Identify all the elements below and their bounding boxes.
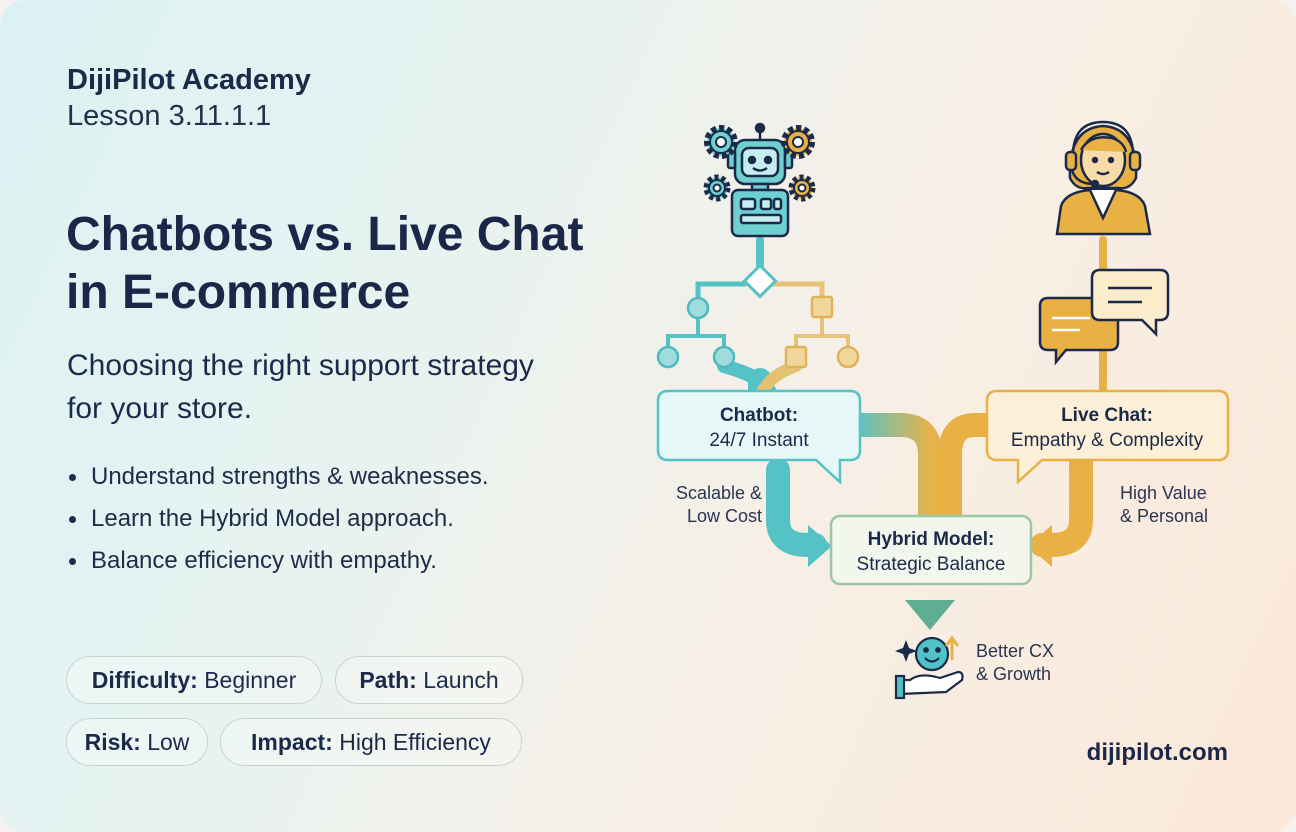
path-value: Launch xyxy=(423,667,499,693)
outcome-note: Better CX & Growth xyxy=(976,640,1096,686)
bullet-dot-icon xyxy=(69,558,76,565)
list-item: Understand strengths & weaknesses. xyxy=(67,456,489,498)
website-link[interactable]: dijipilot.com xyxy=(1086,739,1228,766)
risk-badge: Risk: Low xyxy=(66,718,208,766)
difficulty-value: Beginner xyxy=(204,667,297,693)
note-line: & Personal xyxy=(1120,506,1209,526)
page-title: Chatbots vs. Live Chat in E-commerce xyxy=(66,208,584,319)
gear-icon xyxy=(703,125,816,202)
live-chat-subtitle: Empathy & Complexity xyxy=(1010,430,1204,451)
lesson-number: Lesson 3.11.1.1 xyxy=(67,100,272,132)
brand-block: DijiPilot Academy Lesson 3.11.1.1 xyxy=(67,62,311,134)
live-chat-label: Live Chat: Empathy & Complexity xyxy=(990,403,1224,453)
page-subtitle: Choosing the right support strategy for … xyxy=(67,349,534,425)
live-chat-title: Live Chat: xyxy=(1061,405,1153,426)
note-line: Scalable & xyxy=(675,483,762,503)
bullet-text: Learn the Hybrid Model approach. xyxy=(91,505,454,532)
list-item: Balance efficiency with empathy. xyxy=(67,540,489,582)
live-chat-bubble xyxy=(985,389,1230,485)
bullet-dot-icon xyxy=(69,516,76,523)
impact-badge: Impact: High Efficiency xyxy=(220,718,522,766)
chatbot-title: Chatbot: xyxy=(719,405,799,426)
academy-name: DijiPilot Academy xyxy=(67,64,311,96)
chatbot-subtitle: 24/7 Instant xyxy=(709,430,809,451)
chatbot-bubble xyxy=(656,389,862,485)
bullet-text: Balance efficiency with empathy. xyxy=(91,547,437,574)
path-label: Path: xyxy=(359,667,417,693)
list-item: Learn the Hybrid Model approach. xyxy=(67,498,489,540)
difficulty-badge: Difficulty: Beginner xyxy=(66,656,322,704)
bullet-text: Understand strengths & weaknesses. xyxy=(91,463,489,490)
note-line: & Growth xyxy=(976,664,1052,684)
note-line: Low Cost xyxy=(686,506,762,526)
hybrid-box xyxy=(829,514,1033,586)
live-chat-benefit-note: High Value & Personal xyxy=(1120,482,1240,528)
difficulty-label: Difficulty: xyxy=(91,667,198,693)
chatbot-label: Chatbot: 24/7 Instant xyxy=(666,403,852,453)
down-arrow-icon xyxy=(905,600,955,630)
bullet-list: Understand strengths & weaknesses. Learn… xyxy=(67,456,489,582)
note-line: High Value xyxy=(1120,483,1207,503)
hybrid-subtitle: Strategic Balance xyxy=(856,554,1006,575)
path-badge: Path: Launch xyxy=(335,656,523,704)
decision-tree-icon xyxy=(656,263,860,369)
risk-value: Low xyxy=(147,729,190,755)
left-arrow-icon xyxy=(808,525,832,567)
right-arrow-icon xyxy=(1028,525,1052,567)
robot-icon xyxy=(726,122,794,238)
hybrid-title: Hybrid Model: xyxy=(867,529,995,550)
chatbot-benefit-note: Scalable & Low Cost xyxy=(632,482,762,528)
agent-headset-icon xyxy=(1055,120,1152,236)
hybrid-label: Hybrid Model: Strategic Balance xyxy=(833,527,1029,577)
risk-label: Risk: xyxy=(84,729,141,755)
note-line: Better CX xyxy=(976,641,1055,661)
chat-bubbles-icon xyxy=(1038,268,1170,366)
impact-value: High Efficiency xyxy=(339,729,491,755)
bullet-dot-icon xyxy=(69,474,76,481)
smiley-hand-icon xyxy=(894,635,964,700)
impact-label: Impact: xyxy=(251,729,333,755)
